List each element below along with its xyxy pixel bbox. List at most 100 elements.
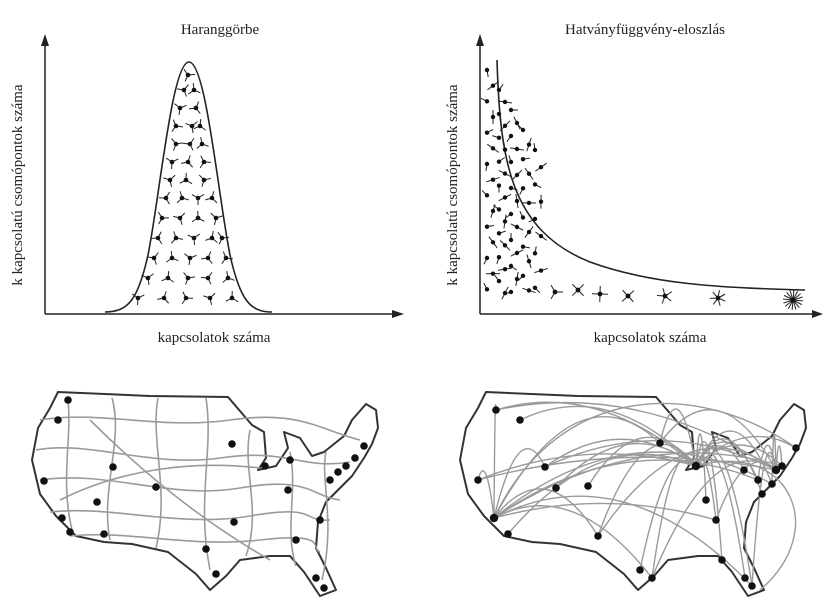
random-link bbox=[39, 416, 361, 441]
power-chart-ylabel: k kapcsolatú csomópontok száma bbox=[445, 84, 461, 286]
node-dot bbox=[490, 114, 496, 120]
bell-node bbox=[171, 119, 184, 132]
node-dot bbox=[508, 211, 514, 217]
node-dot bbox=[514, 120, 520, 126]
node-dot bbox=[526, 142, 532, 147]
power-node bbox=[490, 109, 496, 125]
random-node bbox=[109, 463, 117, 471]
bell-node bbox=[181, 291, 194, 305]
node-dot bbox=[490, 240, 496, 245]
bell-curve-chart: Haranggörbe k kapcsolatú csomópontok szá… bbox=[10, 22, 404, 346]
random-node bbox=[64, 396, 72, 404]
node-dot bbox=[167, 177, 173, 183]
scale-free-network-nodes bbox=[474, 406, 800, 590]
scale-free-link bbox=[751, 451, 777, 587]
node-dot bbox=[199, 141, 205, 147]
node-dot bbox=[532, 216, 538, 222]
node-dot bbox=[526, 259, 532, 264]
node-dot bbox=[163, 195, 169, 201]
scale-free-hub bbox=[691, 461, 701, 471]
random-node bbox=[261, 462, 269, 470]
node-dot bbox=[155, 235, 161, 241]
node-dot bbox=[532, 182, 538, 187]
bell-node bbox=[193, 118, 206, 131]
node-dot bbox=[514, 250, 520, 256]
power-node bbox=[520, 156, 530, 162]
power-node bbox=[490, 204, 496, 218]
bell-node bbox=[183, 272, 195, 285]
power-node bbox=[498, 266, 512, 272]
random-link bbox=[39, 477, 341, 501]
bell-node bbox=[210, 212, 223, 225]
node-dot bbox=[502, 171, 508, 176]
random-link bbox=[89, 419, 271, 561]
scale-free-node bbox=[748, 582, 756, 590]
power-node bbox=[517, 124, 526, 133]
random-node bbox=[230, 518, 238, 526]
power-node bbox=[510, 223, 524, 231]
power-hub-node bbox=[591, 285, 609, 303]
node-dot bbox=[715, 295, 721, 301]
bell-node bbox=[187, 233, 201, 246]
node-dot bbox=[508, 237, 514, 243]
random-node bbox=[212, 570, 220, 578]
node-dot bbox=[484, 193, 490, 198]
bell-node bbox=[161, 270, 174, 283]
bell-node bbox=[179, 172, 193, 185]
random-node bbox=[334, 468, 342, 476]
node-dot bbox=[484, 161, 490, 167]
power-node bbox=[532, 285, 541, 294]
node-dot bbox=[520, 273, 526, 279]
scale-free-node bbox=[712, 516, 720, 524]
bell-node bbox=[166, 250, 179, 263]
node-dot bbox=[526, 288, 532, 293]
node-dot bbox=[185, 159, 191, 165]
bell-node bbox=[174, 103, 187, 116]
bell-node bbox=[188, 82, 201, 95]
node-dot bbox=[185, 275, 191, 281]
node-dot bbox=[151, 255, 157, 261]
bell-node bbox=[181, 155, 194, 168]
node-dot bbox=[490, 83, 496, 88]
random-node bbox=[284, 486, 292, 494]
random-node bbox=[342, 462, 350, 470]
power-node bbox=[534, 268, 548, 274]
scale-free-node bbox=[656, 439, 664, 447]
scale-free-link bbox=[555, 442, 697, 489]
power-node bbox=[532, 182, 542, 189]
scale-free-node bbox=[792, 444, 800, 452]
node-dot bbox=[526, 200, 532, 206]
power-hub-node bbox=[656, 288, 673, 304]
random-node bbox=[58, 514, 66, 522]
power-node bbox=[494, 275, 502, 284]
bell-node bbox=[191, 210, 205, 223]
random-node bbox=[54, 416, 62, 424]
scale-free-link bbox=[659, 408, 697, 467]
node-dot bbox=[179, 195, 185, 201]
node-dot bbox=[201, 159, 207, 165]
node-dot bbox=[187, 141, 193, 147]
bell-node bbox=[185, 121, 198, 133]
scale-free-link bbox=[771, 433, 777, 485]
node-dot bbox=[169, 159, 175, 165]
node-dot bbox=[135, 295, 141, 301]
node-dot bbox=[790, 297, 796, 303]
power-node bbox=[520, 244, 530, 249]
bell-node bbox=[147, 252, 159, 265]
power-node bbox=[532, 143, 538, 153]
bell-node bbox=[163, 174, 176, 187]
bell-chart-xlabel: kapcsolatok száma bbox=[158, 330, 271, 346]
node-dot bbox=[538, 165, 544, 170]
node-dot bbox=[191, 87, 197, 93]
node-dot bbox=[502, 147, 508, 152]
node-dot bbox=[514, 146, 520, 152]
power-node bbox=[485, 271, 501, 276]
node-dot bbox=[484, 255, 490, 261]
node-dot bbox=[532, 251, 538, 256]
node-dot bbox=[183, 295, 189, 301]
scale-free-node bbox=[516, 416, 524, 424]
scale-free-node bbox=[758, 490, 766, 498]
bell-node bbox=[191, 194, 205, 206]
power-node bbox=[522, 287, 536, 294]
power-node bbox=[496, 84, 504, 93]
